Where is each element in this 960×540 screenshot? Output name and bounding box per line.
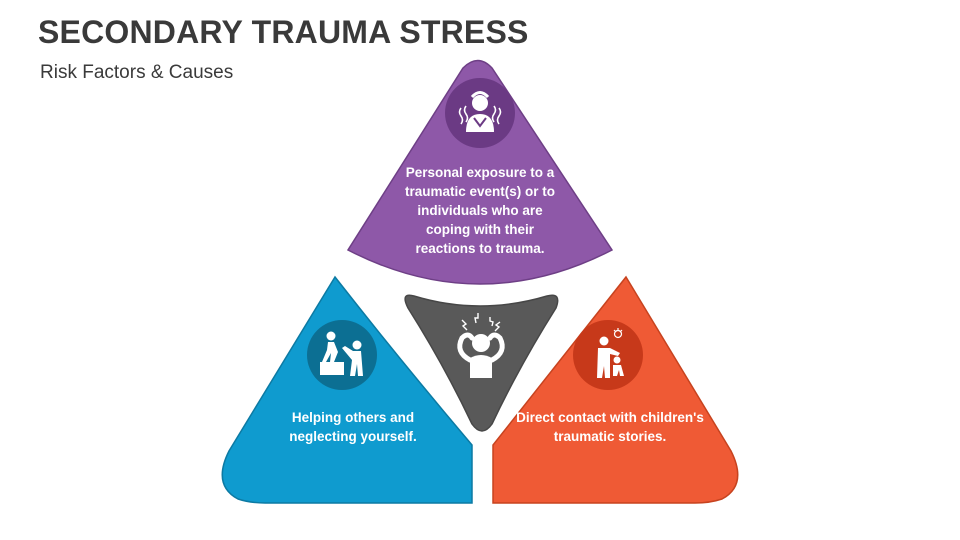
headache-person-icon (457, 313, 505, 378)
segment-top-text: Personal exposure to a traumatic event(s… (404, 165, 556, 256)
page-subtitle: Risk Factors & Causes (40, 62, 234, 83)
stressed-person-icon (445, 78, 515, 148)
segment-top (346, 59, 614, 285)
helping-hand-icon (307, 320, 377, 390)
segment-left (221, 275, 473, 504)
segment-right-text: Direct contact with children's traumatic… (516, 410, 704, 444)
child-abuse-icon (573, 320, 643, 390)
segment-right (492, 275, 739, 504)
page-title: SECONDARY TRAUMA STRESS (38, 14, 529, 50)
segment-left-text: Helping others and neglecting yourself. (289, 410, 417, 444)
